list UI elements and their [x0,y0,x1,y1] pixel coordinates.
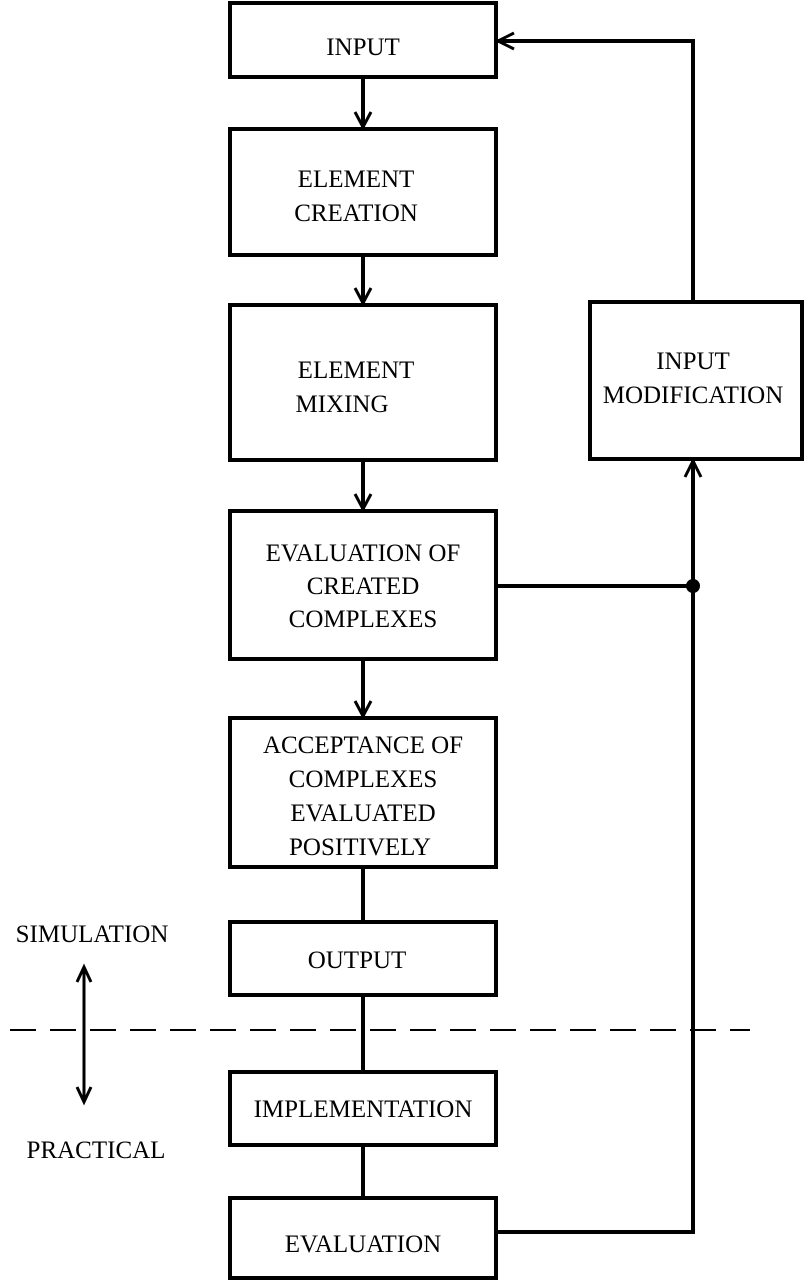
phase-label-practical: PRACTICAL [27,1137,166,1164]
edge-evaluation-to-modification [496,461,695,1234]
box-acceptance-line-2: COMPLEXES [289,766,438,793]
box-evaluation-of-created-complexes: EVALUATION OF CREATED COMPLEXES [228,509,498,661]
edge-modification-to-input [498,39,695,300]
box-element-mixing: ELEMENT MIXING [228,303,498,462]
box-input-line-1: INPUT [326,34,400,61]
box-evaluation-line-1: EVALUATION [285,1231,441,1258]
box-acceptance: ACCEPTANCE OF COMPLEXES EVALUATED POSITI… [228,716,498,869]
box-element-creation: ELEMENT CREATION [228,127,498,257]
arrowhead [75,963,93,983]
box-acceptance-line-4: POSITIVELY [289,834,431,861]
box-implementation-line-1: IMPLEMENTATION [254,1096,473,1123]
box-implementation: IMPLEMENTATION [228,1070,498,1147]
box-input-modification-line-1: INPUT [656,348,730,375]
box-acceptance-line-3: EVALUATED [290,800,435,827]
box-element-mixing-line-2: MIXING [295,391,388,418]
phase-label-simulation: SIMULATION [16,921,169,948]
box-evaluation-of-created-complexes-line-3: COMPLEXES [289,606,438,633]
junction-dot [686,579,700,593]
box-input-modification: INPUT MODIFICATION [588,300,804,461]
arrowhead [75,1086,93,1106]
box-element-mixing-line-1: ELEMENT [298,357,415,384]
box-evaluation-of-created-complexes-line-1: EVALUATION OF [266,540,461,567]
box-element-creation-line-1: ELEMENT [298,166,415,193]
box-element-creation-line-2: CREATION [294,200,418,227]
box-output: OUTPUT [228,920,498,997]
box-output-line-1: OUTPUT [308,947,407,974]
box-input: INPUT [228,1,498,79]
box-evaluation-of-created-complexes-line-2: CREATED [307,573,420,600]
box-acceptance-line-1: ACCEPTANCE OF [263,732,463,759]
box-evaluation: EVALUATION [228,1196,498,1280]
box-input-modification-line-2: MODIFICATION [603,382,784,409]
